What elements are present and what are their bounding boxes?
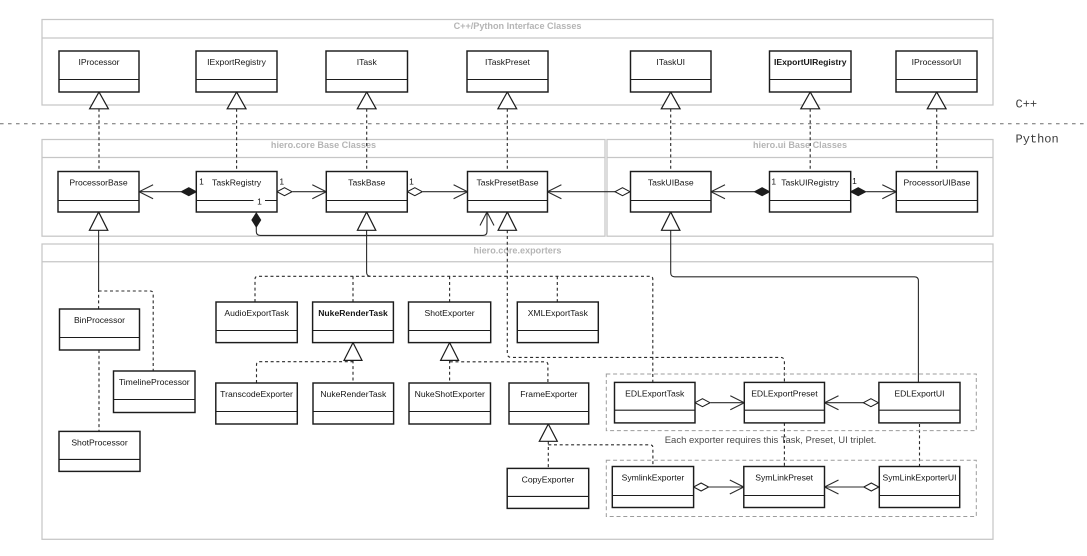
svg-text:1: 1 <box>257 196 262 206</box>
svg-text:IProcessorUI: IProcessorUI <box>912 57 962 67</box>
svg-text:TaskUIRegistry: TaskUIRegistry <box>781 178 839 188</box>
svg-text:IProcessor: IProcessor <box>78 57 119 67</box>
svg-text:ITaskUI: ITaskUI <box>656 57 685 67</box>
svg-text:SymLinkExporterUI: SymLinkExporterUI <box>882 473 956 483</box>
svg-text:SymlinkExporter: SymlinkExporter <box>622 473 685 483</box>
svg-text:TimelineProcessor: TimelineProcessor <box>119 377 190 387</box>
svg-text:TaskBase: TaskBase <box>348 178 385 188</box>
svg-text:XMLExportTask: XMLExportTask <box>528 308 589 318</box>
svg-text:FrameExporter: FrameExporter <box>520 389 577 399</box>
svg-text:TaskRegistry: TaskRegistry <box>212 178 262 188</box>
svg-text:1: 1 <box>771 177 776 187</box>
svg-text:EDLExportUI: EDLExportUI <box>894 389 944 399</box>
svg-text:1: 1 <box>199 177 204 187</box>
svg-text:C++: C++ <box>1016 98 1038 112</box>
svg-text:NukeRenderTask: NukeRenderTask <box>318 308 388 318</box>
svg-text:1: 1 <box>279 177 284 187</box>
svg-text:TaskPresetBase: TaskPresetBase <box>476 178 538 188</box>
svg-text:ProcessorBase: ProcessorBase <box>69 178 127 188</box>
svg-text:ProcessorUIBase: ProcessorUIBase <box>903 178 970 188</box>
svg-text:Python: Python <box>1016 133 1059 147</box>
svg-text:ITask: ITask <box>357 57 378 67</box>
svg-text:TranscodeExporter: TranscodeExporter <box>220 389 293 399</box>
svg-text:hiero.ui Base Classes: hiero.ui Base Classes <box>753 140 847 150</box>
svg-text:NukeShotExporter: NukeShotExporter <box>415 389 485 399</box>
svg-text:IExportRegistry: IExportRegistry <box>207 57 266 67</box>
svg-text:NukeRenderTask: NukeRenderTask <box>320 389 387 399</box>
svg-text:ShotProcessor: ShotProcessor <box>71 438 128 448</box>
svg-text:CopyExporter: CopyExporter <box>522 475 575 485</box>
svg-text:TaskUIBase: TaskUIBase <box>648 178 694 188</box>
svg-text:AudioExportTask: AudioExportTask <box>224 308 289 318</box>
svg-text:C++/Python Interface Classes: C++/Python Interface Classes <box>454 21 582 31</box>
svg-text:BinProcessor: BinProcessor <box>74 315 125 325</box>
svg-text:1: 1 <box>409 177 414 187</box>
svg-text:Each exporter requires this Ta: Each exporter requires this Task, Preset… <box>665 435 877 446</box>
svg-text:hiero.core Base Classes: hiero.core Base Classes <box>271 140 376 150</box>
svg-text:IExportUIRegistry: IExportUIRegistry <box>774 57 847 67</box>
svg-text:ShotExporter: ShotExporter <box>425 308 475 318</box>
svg-text:hiero.core.exporters: hiero.core.exporters <box>474 245 562 255</box>
svg-text:SymLinkPreset: SymLinkPreset <box>755 473 813 483</box>
svg-text:EDLExportTask: EDLExportTask <box>625 389 685 399</box>
svg-text:1: 1 <box>852 176 857 186</box>
svg-text:EDLExportPreset: EDLExportPreset <box>751 389 818 399</box>
svg-text:ITaskPreset: ITaskPreset <box>485 57 531 67</box>
